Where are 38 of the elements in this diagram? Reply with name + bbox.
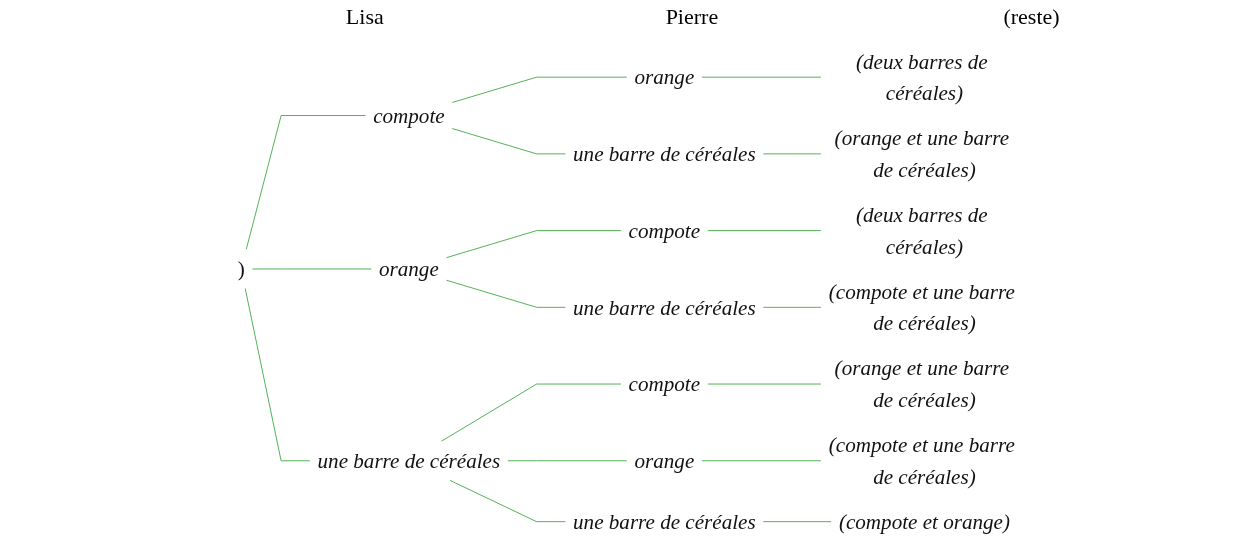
column-heading: (reste)	[1003, 4, 1060, 30]
connector	[762, 521, 832, 523]
node-text: orange	[378, 256, 439, 281]
connector	[507, 460, 628, 462]
connector	[701, 460, 822, 462]
connector	[445, 230, 622, 259]
connector	[245, 115, 366, 250]
connector	[441, 383, 622, 442]
node-text: une barre de céréales	[317, 448, 501, 473]
node-text: (compote et orange)	[838, 509, 1010, 534]
node-text: (compote et une barre de céréales)	[828, 432, 1015, 489]
connector	[251, 268, 372, 270]
node-text: orange	[634, 65, 695, 90]
node-text: compote	[628, 372, 701, 397]
connector	[762, 153, 822, 155]
connector	[445, 279, 566, 308]
node-text: compote	[373, 103, 445, 128]
connector	[701, 76, 822, 78]
connector	[244, 288, 311, 462]
node-text: une barre de céréales	[573, 509, 756, 534]
connector	[449, 479, 566, 523]
node-text: compote	[628, 218, 701, 243]
node-text: (deux barres de céréales)	[855, 202, 988, 259]
node-text: (compote et une barre de céréales)	[828, 279, 1015, 336]
column-heading: Lisa	[345, 4, 384, 30]
node-text: une barre de céréales	[573, 295, 756, 320]
node-text: (orange et une barre de céréales)	[834, 356, 1010, 412]
node-text: une barre de céréales	[573, 141, 756, 166]
connector	[451, 128, 566, 155]
connector	[707, 230, 822, 232]
node-text: orange	[634, 448, 695, 473]
column-heading: Pierre	[665, 4, 719, 30]
connector	[451, 76, 628, 103]
node-text: (deux barres de céréales)	[855, 49, 988, 105]
node-text: (orange et une barre de céréales)	[834, 126, 1010, 182]
node-text: )	[237, 256, 245, 281]
connector	[762, 306, 822, 308]
connector	[707, 383, 822, 385]
